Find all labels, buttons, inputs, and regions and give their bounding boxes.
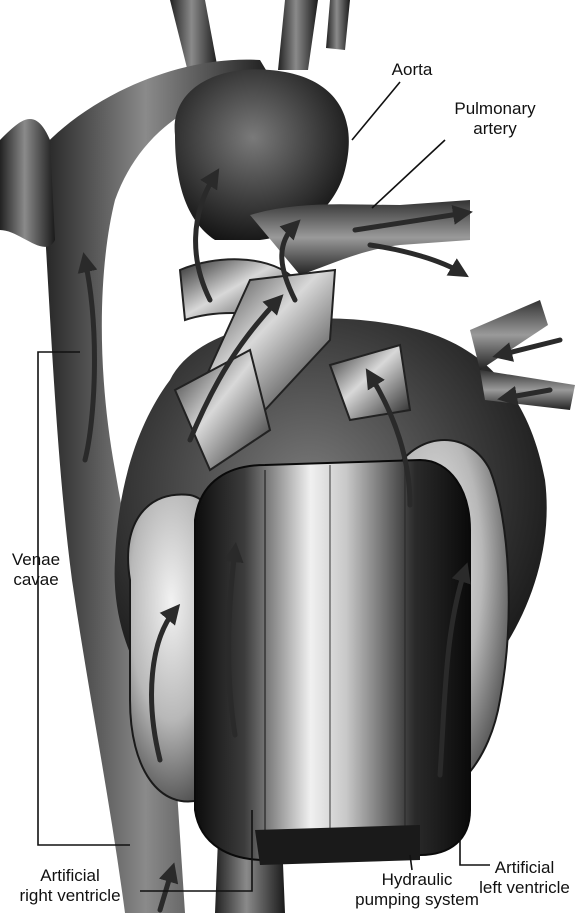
pulmonary-vein-upper bbox=[470, 300, 548, 370]
label-hydraulic-pumping-system: Hydraulic pumping system bbox=[352, 870, 482, 910]
upper-vessel-right bbox=[326, 0, 350, 50]
label-aorta: Aorta bbox=[382, 60, 442, 80]
label-pulmonary-artery: Pulmonary artery bbox=[440, 99, 550, 139]
venae-cavae-left-branch bbox=[0, 119, 55, 247]
pump-base bbox=[255, 825, 420, 865]
label-venae-cavae: Venae cavae bbox=[5, 550, 67, 590]
label-artificial-right-ventricle: Artificial right ventricle bbox=[5, 866, 135, 906]
hydraulic-pump-drum bbox=[195, 460, 470, 860]
upper-vessel-mid bbox=[278, 0, 318, 70]
